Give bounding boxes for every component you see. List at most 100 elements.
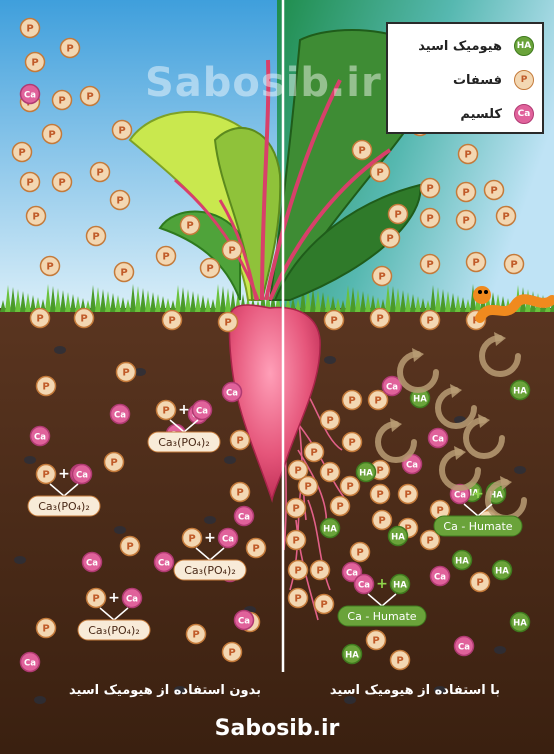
calcium-particle: Ca <box>21 85 40 104</box>
svg-text:+: + <box>472 486 484 502</box>
svg-text:P: P <box>476 578 483 589</box>
svg-text:Ca: Ca <box>24 659 36 669</box>
svg-text:P: P <box>162 252 169 263</box>
svg-text:Ca: Ca <box>34 433 46 443</box>
svg-text:+: + <box>204 530 216 546</box>
svg-text:P: P <box>92 232 99 243</box>
svg-text:P: P <box>376 466 383 477</box>
phosphate-particle: P <box>87 589 106 608</box>
svg-text:P: P <box>292 504 299 515</box>
phosphate-particle: P <box>115 263 134 282</box>
phosphate-particle: P <box>421 255 440 274</box>
svg-text:Ca: Ca <box>358 581 370 591</box>
calcium-particle: Ca <box>83 553 102 572</box>
phosphate-particle: P <box>37 619 56 638</box>
svg-text:HA: HA <box>359 469 373 479</box>
calcium-particle: Ca <box>193 401 212 420</box>
phosphate-particle: P <box>105 453 124 472</box>
humic-particle: HA <box>391 575 410 594</box>
legend-item-calcium: Ca کلسیم <box>396 102 534 126</box>
svg-text:P: P <box>46 262 53 273</box>
calcium-particle: Ca <box>235 507 254 526</box>
legend: HA هیومیک اسید P فسفات Ca کلسیم <box>386 22 544 134</box>
stone <box>34 696 46 704</box>
stone <box>494 646 506 654</box>
phosphate-particle: P <box>91 163 110 182</box>
legend-item-phosphate: P فسفات <box>396 68 534 92</box>
svg-text:P: P <box>436 506 443 517</box>
svg-text:P: P <box>58 178 65 189</box>
svg-text:HA: HA <box>413 395 427 405</box>
svg-text:P: P <box>376 168 383 179</box>
svg-text:P: P <box>462 216 469 227</box>
svg-text:P: P <box>396 656 403 667</box>
legend-item-humic: HA هیومیک اسید <box>396 34 534 58</box>
svg-text:Ca: Ca <box>346 569 358 579</box>
svg-text:HA: HA <box>513 619 527 629</box>
svg-text:Ca: Ca <box>226 389 238 399</box>
phosphate-particle: P <box>299 477 318 496</box>
phosphate-particle: P <box>13 143 32 162</box>
phosphate-particle: P <box>505 255 524 274</box>
calcium-particle: Ca <box>235 611 254 630</box>
phosphate-particle: P <box>231 431 250 450</box>
svg-text:+: + <box>108 590 120 606</box>
svg-text:P: P <box>48 130 55 141</box>
svg-text:P: P <box>426 214 433 225</box>
svg-text:P: P <box>502 212 509 223</box>
watermark: Sabosib.ir <box>145 60 382 106</box>
phosphate-particle: P <box>26 53 45 72</box>
svg-text:HA: HA <box>513 387 527 397</box>
phosphate-particle: P <box>471 573 490 592</box>
svg-text:P: P <box>348 396 355 407</box>
calcium-particle: Ca <box>123 589 142 608</box>
svg-text:P: P <box>228 246 235 257</box>
svg-text:+: + <box>58 466 70 482</box>
phosphate-particle: P <box>389 205 408 224</box>
svg-text:P: P <box>236 488 243 499</box>
phosphate-particle: P <box>457 211 476 230</box>
phosphate-particle: P <box>163 311 182 330</box>
svg-text:HA: HA <box>455 557 469 567</box>
svg-text:Ca: Ca <box>222 535 234 545</box>
svg-text:Ca: Ca <box>238 513 250 523</box>
svg-text:P: P <box>224 318 231 329</box>
svg-text:P: P <box>42 382 49 393</box>
calcium-particle: Ca <box>355 575 374 594</box>
phosphate-particle: P <box>321 463 340 482</box>
phosphate-particle: P <box>371 309 390 328</box>
svg-text:P: P <box>326 416 333 427</box>
humic-particle: HA <box>511 613 530 632</box>
svg-text:P: P <box>426 536 433 547</box>
phosphate-particle: P <box>43 125 62 144</box>
svg-text:P: P <box>192 630 199 641</box>
calcium-icon: Ca <box>514 104 534 124</box>
svg-text:P: P <box>26 178 33 189</box>
phosphate-particle: P <box>219 313 238 332</box>
svg-text:P: P <box>316 566 323 577</box>
phosphate-particle: P <box>27 207 46 226</box>
phosphate-particle: P <box>31 309 50 328</box>
phosphate-particle: P <box>343 433 362 452</box>
svg-text:HA: HA <box>495 567 509 577</box>
svg-text:P: P <box>58 96 65 107</box>
svg-text:P: P <box>206 264 213 275</box>
svg-text:P: P <box>86 92 93 103</box>
calcium-particle: Ca <box>155 553 174 572</box>
svg-text:P: P <box>122 368 129 379</box>
svg-text:P: P <box>376 490 383 501</box>
phosphate-icon: P <box>514 70 534 90</box>
svg-text:P: P <box>378 516 385 527</box>
svg-text:Ca - Humate: Ca - Humate <box>443 520 512 533</box>
svg-text:P: P <box>120 268 127 279</box>
phosphate-particle: P <box>353 141 372 160</box>
svg-text:Ca - Humate: Ca - Humate <box>347 610 416 623</box>
phosphate-particle: P <box>485 181 504 200</box>
stone <box>114 526 126 534</box>
phosphate-particle: P <box>75 309 94 328</box>
phosphate-particle: P <box>111 191 130 210</box>
svg-text:Ca: Ca <box>76 471 88 481</box>
phosphate-particle: P <box>37 377 56 396</box>
svg-text:Ca: Ca <box>454 491 466 501</box>
phosphate-particle: P <box>81 87 100 106</box>
